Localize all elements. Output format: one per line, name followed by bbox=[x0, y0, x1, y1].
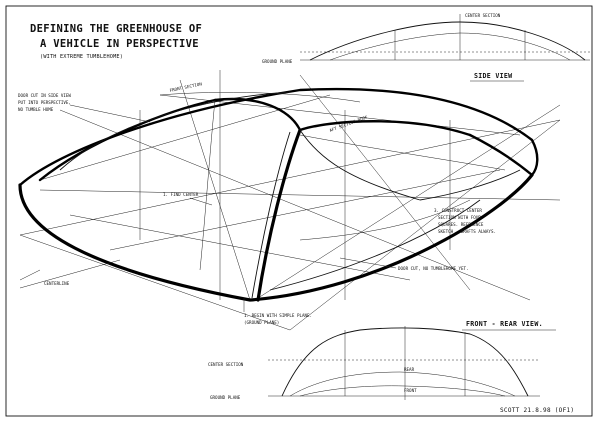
side-ground-plane-label: GROUND PLANE bbox=[262, 59, 293, 64]
title-line-2: A VEHICLE IN PERSPECTIVE bbox=[40, 38, 199, 50]
front-label: FRONT bbox=[404, 388, 417, 393]
front-rear-view-label: FRONT - REAR VIEW. bbox=[466, 320, 543, 328]
centerline-label: CENTERLINE bbox=[44, 281, 70, 286]
begin-note-1: 1. BEGIN WITH SIMPLE PLANE. bbox=[244, 313, 312, 318]
front-ground-plane-label: GROUND PLANE bbox=[210, 395, 241, 400]
construct-note-2: SECTION WITH FOUR bbox=[438, 215, 481, 220]
begin-note-2: (GROUND PLANE) bbox=[244, 320, 279, 325]
sheet-border bbox=[5, 5, 593, 417]
find-center-label: 1. FIND CENTER bbox=[163, 192, 199, 197]
rear-label: REAR bbox=[404, 367, 415, 372]
construct-note-3: SQUARES. REFERENCE bbox=[438, 222, 484, 227]
door-cut-tumble-label: DOOR CUT, NO TUMBLEHOME YET. bbox=[398, 266, 469, 271]
front-rear-view-sketch: FRONT - REAR VIEW. CENTER SECTION REAR F… bbox=[208, 320, 556, 400]
front-section-label: FRONT SECTION bbox=[169, 81, 203, 93]
door-cut-note-1: DOOR CUT IN SIDE VIEW bbox=[18, 93, 71, 98]
side-view-sketch: CENTER SECTION GROUND PLANE SIDE VIEW bbox=[262, 13, 590, 82]
side-view-label: SIDE VIEW bbox=[474, 72, 512, 80]
front-center-section-label: CENTER SECTION bbox=[208, 362, 244, 367]
side-center-section-label: CENTER SECTION bbox=[465, 13, 501, 18]
construct-note-1: 3. CONSTRUCT CENTER bbox=[434, 208, 482, 213]
perspective-greenhouse: DOOR CUT IN SIDE VIEW PUT INTO PERSPECTI… bbox=[18, 70, 561, 331]
door-cut-note-3: NO TUMBLE HOME bbox=[18, 107, 54, 112]
signature: SCOTT 21.8.98 (OF1) bbox=[500, 407, 574, 414]
construct-note-4: SKETCH - DRAFTS ALWAYS. bbox=[438, 229, 496, 234]
door-cut-note-2: PUT INTO PERSPECTIVE, bbox=[18, 100, 71, 105]
title-line-1: DEFINING THE GREENHOUSE OF bbox=[30, 23, 202, 35]
title-line-3: (WITH EXTREME TUMBLEHOME) bbox=[40, 54, 123, 60]
